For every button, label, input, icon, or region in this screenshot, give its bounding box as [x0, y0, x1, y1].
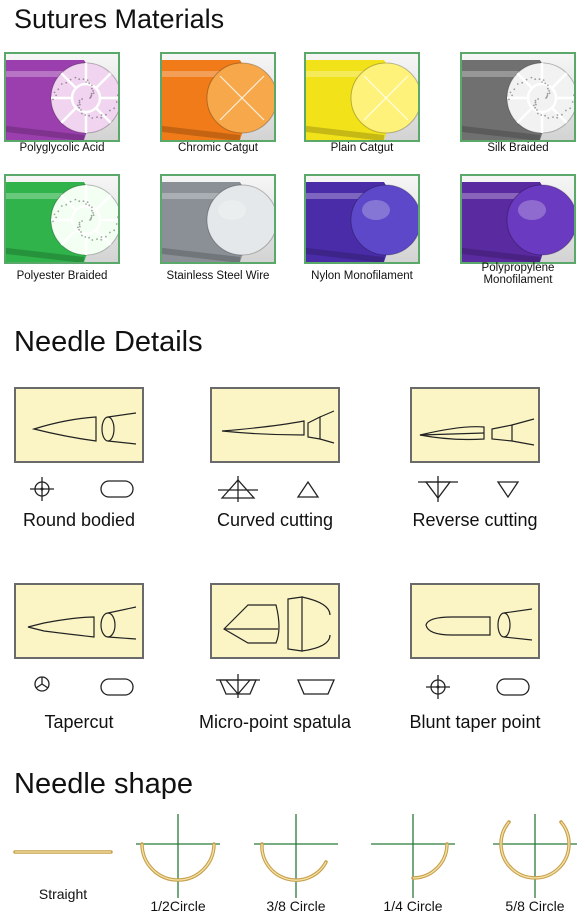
needle-shape-label: Straight — [38, 886, 88, 902]
needle-point-symbol — [418, 476, 458, 502]
suture-label: Polyester Braided — [16, 270, 108, 282]
needle-point-symbol — [29, 476, 55, 502]
needle-shape-label: 5/8 Circle — [505, 898, 565, 914]
needle-micro-point-spatula-diagram — [210, 583, 340, 659]
needle-label: Round bodied — [22, 510, 136, 530]
needle-label: Reverse cutting — [412, 510, 538, 530]
needle-cross-section-symbol — [496, 677, 530, 697]
needle-shape-label: 3/8 Circle — [266, 898, 326, 914]
needle-shape-3-8-circle-illustration — [250, 812, 342, 905]
suture-plain-catgut-image — [304, 52, 420, 142]
suture-label: Polyglycolic Acid — [19, 142, 105, 154]
suture-label: Stainless Steel Wire — [166, 270, 270, 282]
suture-polyester-braided-image — [4, 174, 120, 264]
needle-point-symbol — [425, 674, 451, 700]
suture-label: Nylon Monofilament — [311, 270, 413, 282]
needle-reverse-cutting-diagram — [410, 387, 540, 463]
needle-tapercut-diagram — [14, 583, 144, 659]
needle-shape-label: 1/4 Circle — [383, 898, 443, 914]
needle-cross-section-symbol — [496, 479, 520, 499]
needle-shape-straight-illustration — [13, 842, 113, 867]
needle-cross-section-symbol — [100, 677, 134, 697]
needle-blunt-taper-point-diagram — [410, 583, 540, 659]
suture-label: Silk Braided — [487, 142, 549, 154]
suture-label: Plain Catgut — [330, 142, 394, 154]
suture-chromic-catgut-image — [160, 52, 276, 142]
sutures-materials-title: Sutures Materials — [14, 4, 225, 34]
needle-cross-section-symbol — [100, 479, 134, 499]
needle-details-title: Needle Details — [14, 326, 203, 358]
needle-cross-section-symbol — [296, 677, 336, 697]
needle-shape-1-4-circle-illustration — [367, 812, 459, 905]
needle-round-bodied-diagram — [14, 387, 144, 463]
needle-point-symbol — [218, 476, 258, 502]
needle-shape-title: Needle shape — [14, 768, 193, 800]
suture-label: Polypropylene Monofilament — [481, 262, 555, 286]
needle-label: Blunt taper point — [409, 712, 541, 732]
suture-polypropylene-monofilament-image — [460, 174, 576, 264]
needle-label: Curved cutting — [216, 510, 334, 530]
needle-shape-5-8-circle-illustration — [489, 812, 581, 905]
suture-silk-braided-image — [460, 52, 576, 142]
suture-nylon-monofilament-image — [304, 174, 420, 264]
needle-curved-cutting-diagram — [210, 387, 340, 463]
suture-label: Chromic Catgut — [178, 142, 258, 154]
needle-label: Micro-point spatula — [198, 712, 352, 732]
needle-point-symbol — [214, 674, 262, 698]
needle-label: Tapercut — [44, 712, 114, 732]
needle-shape-label: 1/2Circle — [150, 898, 206, 914]
needle-shape-1-2circle-illustration — [132, 812, 224, 905]
needle-cross-section-symbol — [296, 479, 320, 499]
needle-point-symbol — [32, 674, 52, 694]
suture-polyglycolic-acid-image — [4, 52, 120, 142]
suture-stainless-steel-wire-image — [160, 174, 276, 264]
